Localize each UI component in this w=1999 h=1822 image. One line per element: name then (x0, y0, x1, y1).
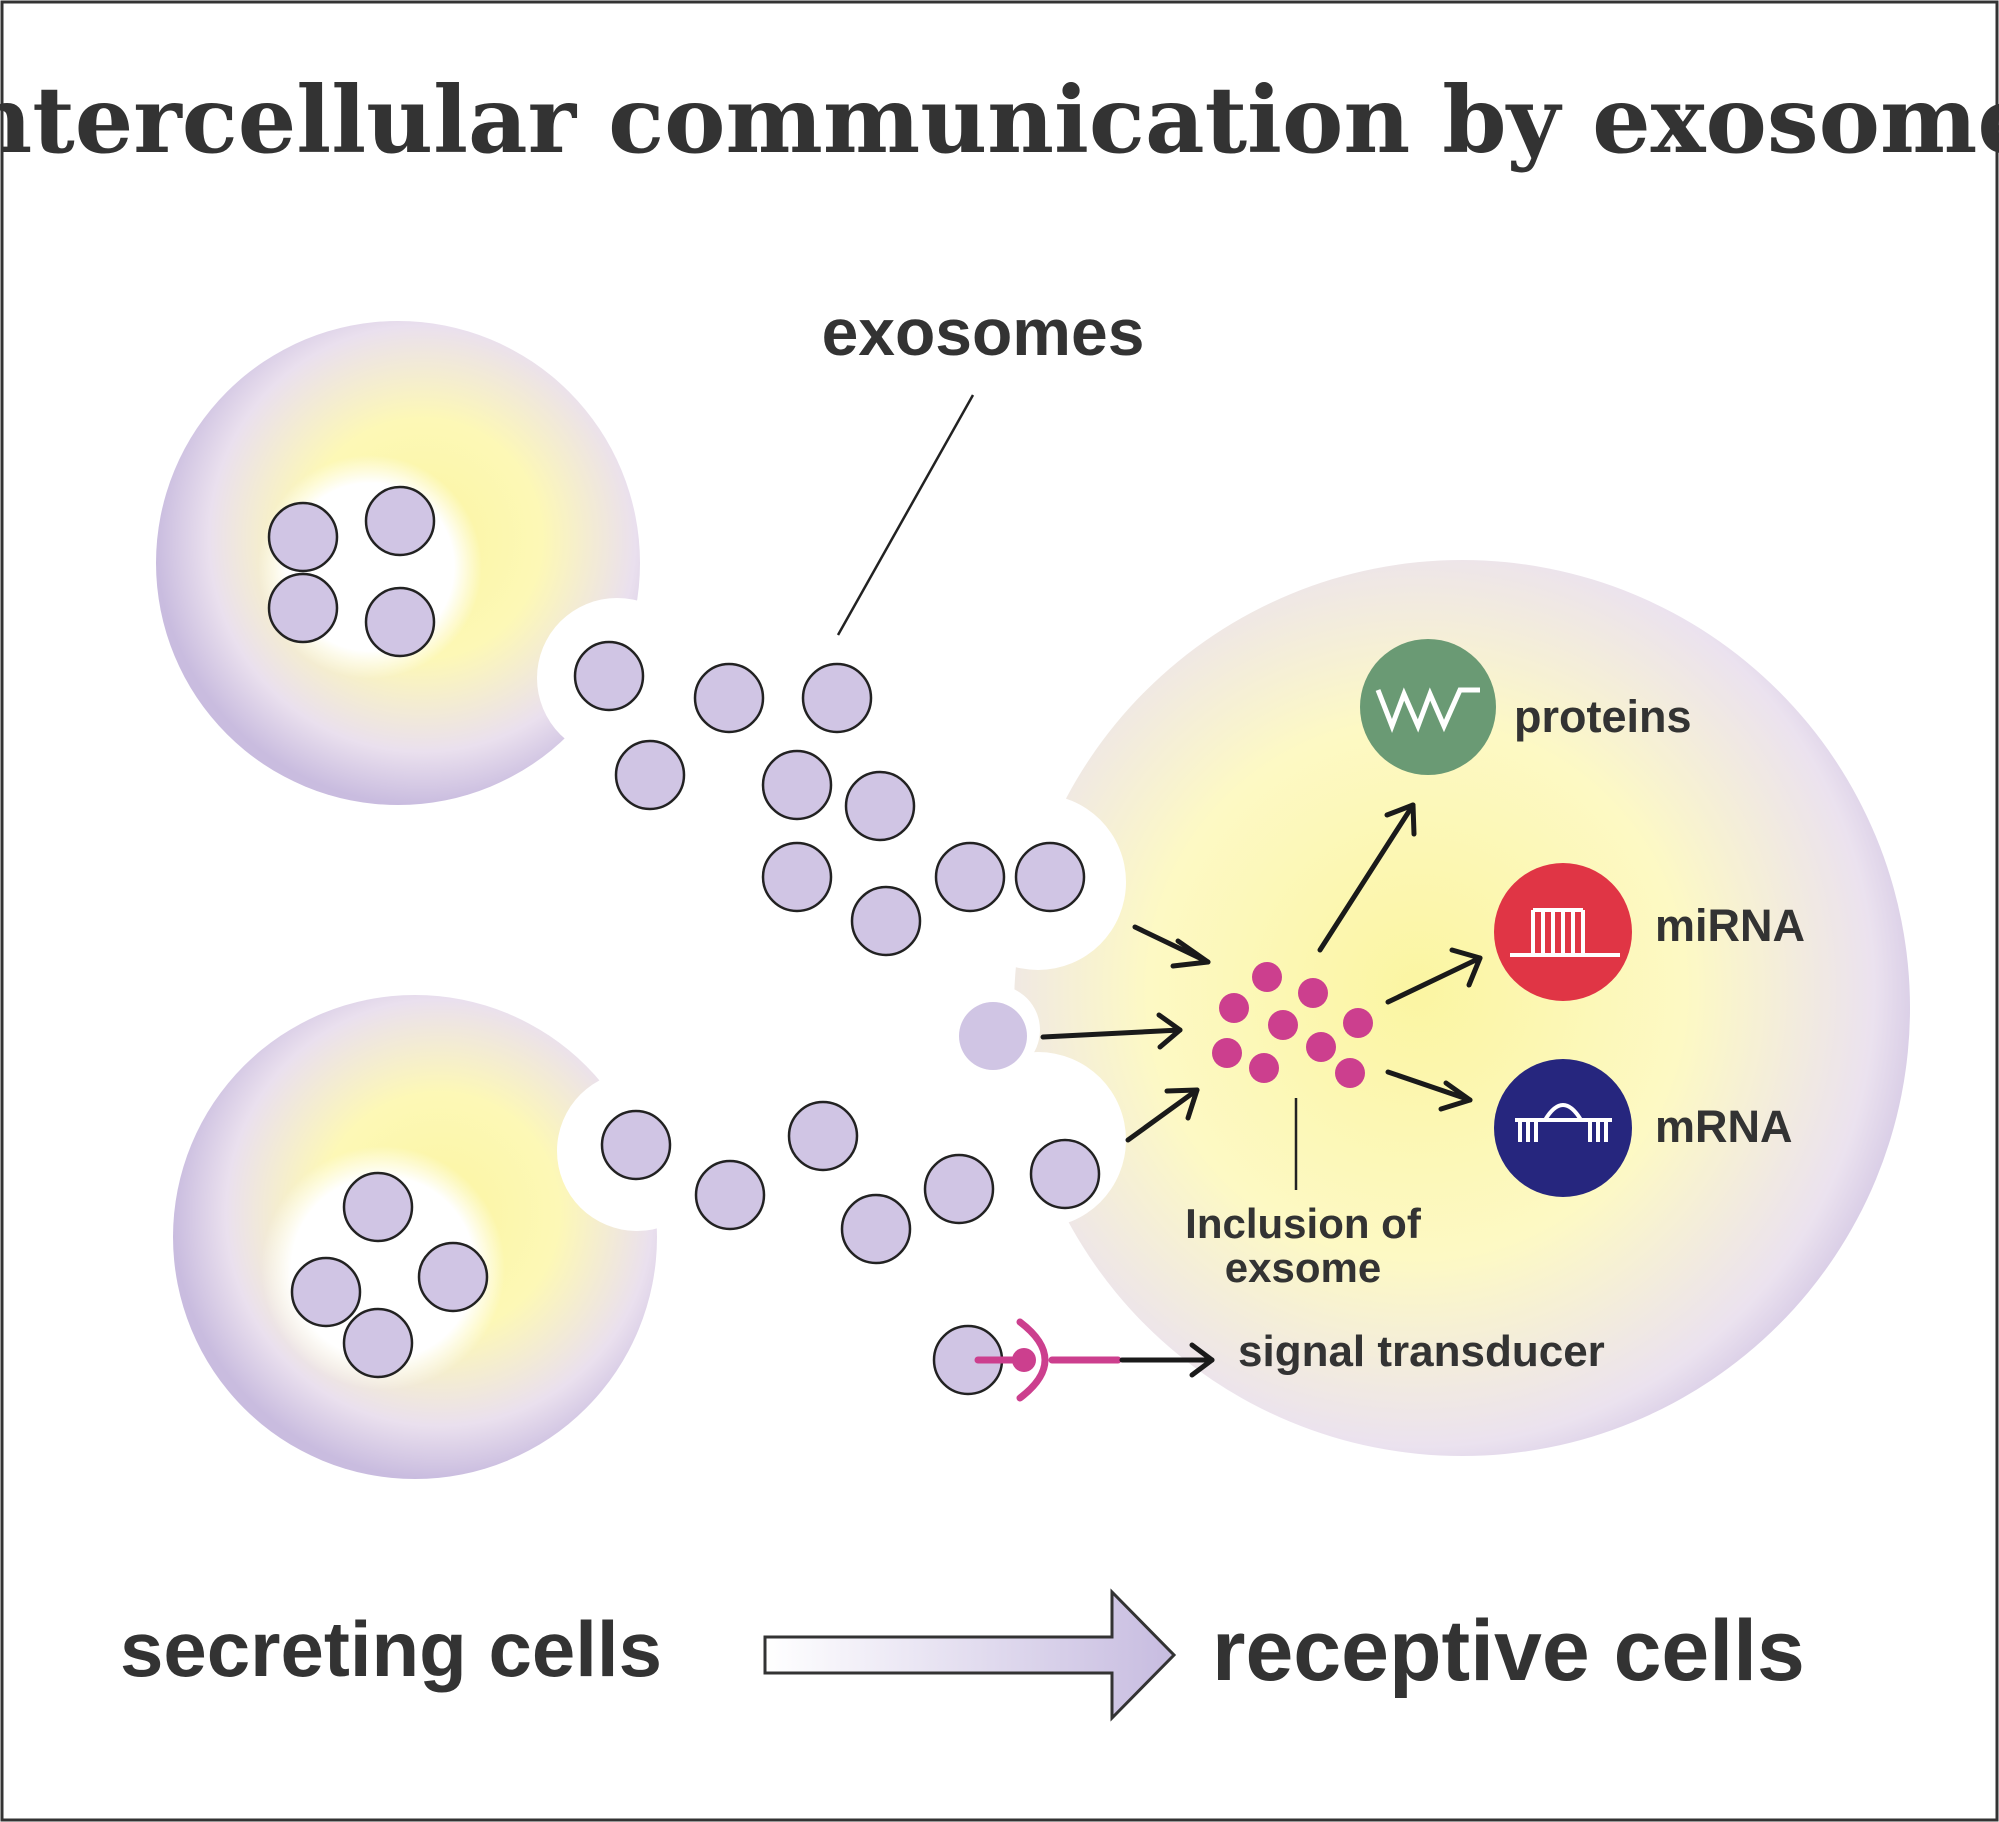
signal-transducer-arrow (1119, 1342, 1215, 1378)
exosome-cargo (1212, 962, 1373, 1088)
receptor-ligand-icon (974, 1318, 1122, 1402)
uptake-arrows (1040, 924, 1211, 1143)
exosomes-upper-stream (573, 640, 1086, 957)
proteins-label: proteins (1514, 691, 1692, 742)
receptive-cells-label: receptive cells (1212, 1603, 1805, 1699)
inclusion-label-line1: Inclusion of (1185, 1200, 1422, 1247)
mirna-badge (1494, 863, 1632, 1001)
effector-arrows (1317, 802, 1483, 1112)
exosomes-lower-stream (600, 1100, 1101, 1265)
direction-arrow (763, 1588, 1177, 1722)
secreting-cells-label: secreting cells (120, 1605, 662, 1693)
secreting-cell-bottom (173, 995, 717, 1479)
exosomes-label: exosomes (822, 295, 1145, 369)
protein-zigzag-icon (1375, 687, 1480, 734)
signal-transducer-label: signal transducer (1238, 1327, 1605, 1376)
mrna-badge (1494, 1059, 1632, 1197)
figure-title: Intercellular communication by exosomes (0, 66, 1999, 174)
nucleus-bottom (261, 1146, 505, 1390)
exosomes-callout-line (836, 394, 975, 636)
fusing-exosome (959, 1002, 1027, 1070)
mirna-label: miRNA (1655, 900, 1805, 951)
intracellular-vesicles-bottom (290, 1171, 489, 1379)
intracellular-vesicles-top (267, 485, 436, 658)
inclusion-label-line2: exsome (1225, 1244, 1381, 1291)
mrna-cap-icon (1515, 1103, 1612, 1142)
mrna-label: mRNA (1655, 1101, 1793, 1152)
proteins-badge (1360, 639, 1496, 775)
mirna-hairpin-icon (1510, 908, 1620, 957)
